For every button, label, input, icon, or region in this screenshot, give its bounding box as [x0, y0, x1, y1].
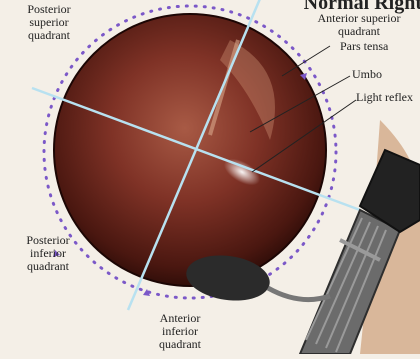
- light-reflex-label: Light reflex: [356, 91, 413, 104]
- eardrum: [54, 14, 326, 286]
- anterior-inferior-label: Anterior inferior quadrant: [140, 312, 220, 351]
- pars-tensa-label: Pars tensa: [340, 40, 388, 53]
- anterior-superior-label: Anterior superior quadrant: [300, 12, 418, 38]
- posterior-inferior-label: Posterior inferior quadrant: [8, 234, 88, 273]
- posterior-superior-label: Posterior superior quadrant: [6, 3, 92, 42]
- umbo-label: Umbo: [352, 68, 382, 81]
